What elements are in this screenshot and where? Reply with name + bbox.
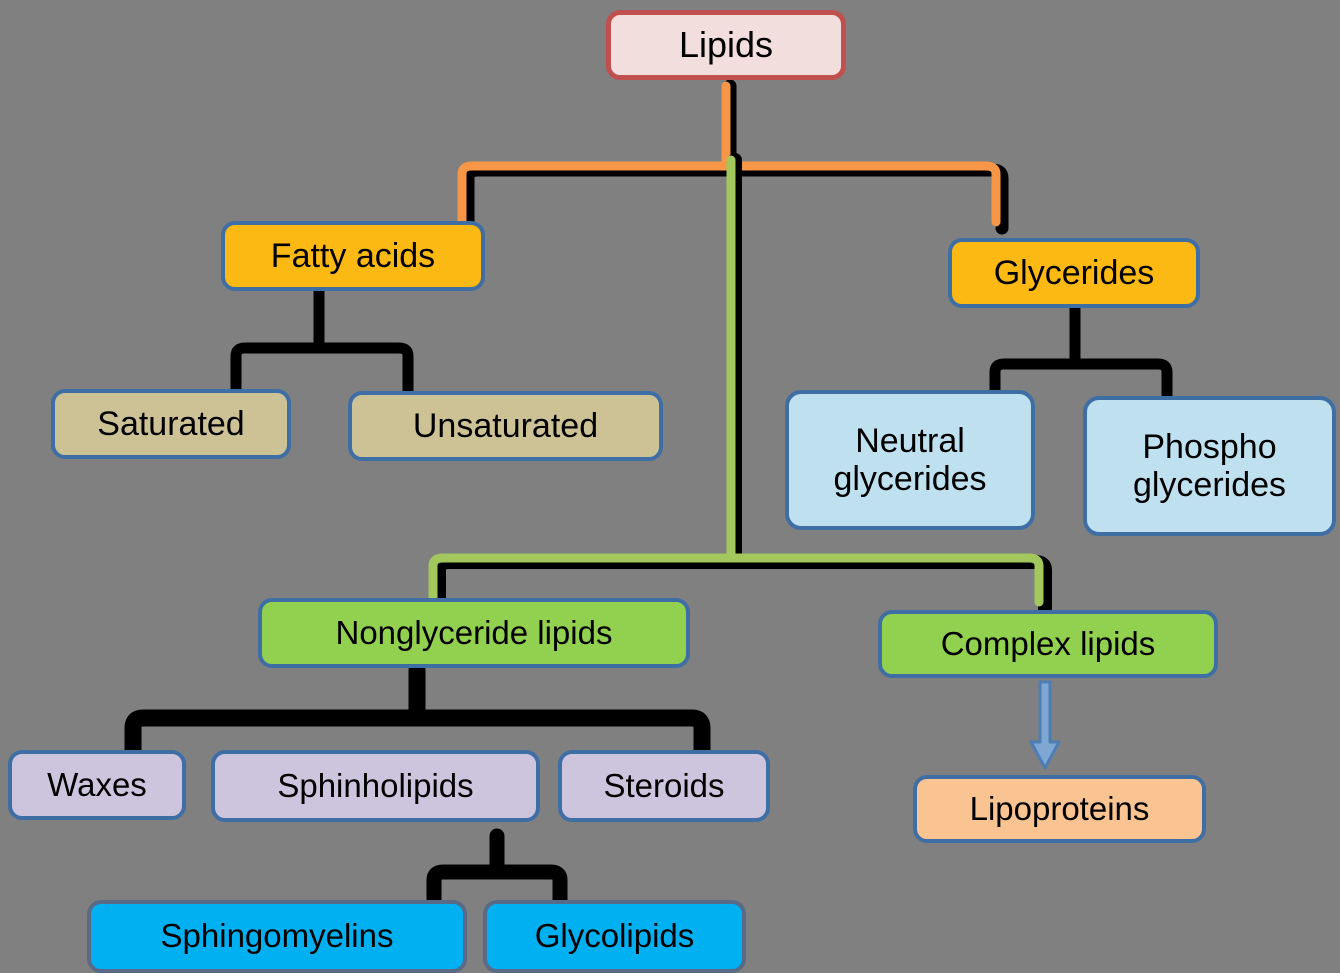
- node-saturated-label: Saturated: [97, 404, 245, 443]
- node-nonglyceride-lipids-label: Nonglyceride lipids: [335, 613, 613, 651]
- connector-nonglyceride-to-three: [124, 661, 711, 765]
- node-saturated[interactable]: Saturated: [51, 389, 291, 459]
- node-steroids[interactable]: Steroids: [558, 750, 770, 822]
- node-sphingomyelins[interactable]: Sphingomyelins: [87, 900, 467, 973]
- node-nonglyceride-lipids[interactable]: Nonglyceride lipids: [258, 598, 690, 668]
- connector-fattyacids-to-sat-unsat: [230, 286, 414, 400]
- node-glycolipids-label: Glycolipids: [534, 917, 695, 955]
- connector-lipids-to-nonglyceride-complex: [428, 153, 1052, 615]
- node-fatty-acids-label: Fatty acids: [270, 236, 436, 275]
- node-phospho-glycerides-label: Phospho glycerides: [1132, 427, 1287, 504]
- node-lipids-label: Lipids: [678, 23, 774, 65]
- node-lipoproteins[interactable]: Lipoproteins: [913, 775, 1206, 843]
- node-fatty-acids[interactable]: Fatty acids: [221, 221, 485, 291]
- node-glycerides-label: Glycerides: [993, 253, 1155, 292]
- node-complex-lipids[interactable]: Complex lipids: [878, 610, 1218, 678]
- node-neutral-glycerides-label: Neutral glycerides: [833, 421, 987, 498]
- node-glycolipids[interactable]: Glycolipids: [483, 900, 746, 973]
- node-neutral-glycerides[interactable]: Neutral glycerides: [785, 390, 1035, 530]
- node-sphingomyelins-label: Sphingomyelins: [160, 917, 394, 955]
- node-phospho-glycerides[interactable]: Phospho glycerides: [1083, 396, 1336, 536]
- node-glycerides[interactable]: Glycerides: [948, 238, 1200, 308]
- node-waxes[interactable]: Waxes: [8, 750, 186, 820]
- node-unsaturated-label: Unsaturated: [412, 406, 599, 445]
- connector-lipids-to-fattyacids-glycerides: [457, 79, 1009, 235]
- node-unsaturated[interactable]: Unsaturated: [348, 391, 663, 461]
- node-waxes-label: Waxes: [47, 765, 147, 803]
- node-steroids-label: Steroids: [603, 766, 725, 804]
- connector-glycerides-to-neutral-phospho: [989, 303, 1173, 404]
- connector-sphinho-to-sphingo-glyco: [426, 828, 568, 914]
- node-lipoproteins-label: Lipoproteins: [969, 789, 1150, 827]
- connector-complex-to-lipoproteins: [1029, 680, 1061, 770]
- node-sphinholipids-label: Sphinholipids: [277, 766, 474, 804]
- node-lipids[interactable]: Lipids: [606, 10, 846, 80]
- node-complex-lipids-label: Complex lipids: [940, 624, 1156, 662]
- node-sphinholipids[interactable]: Sphinholipids: [211, 750, 540, 822]
